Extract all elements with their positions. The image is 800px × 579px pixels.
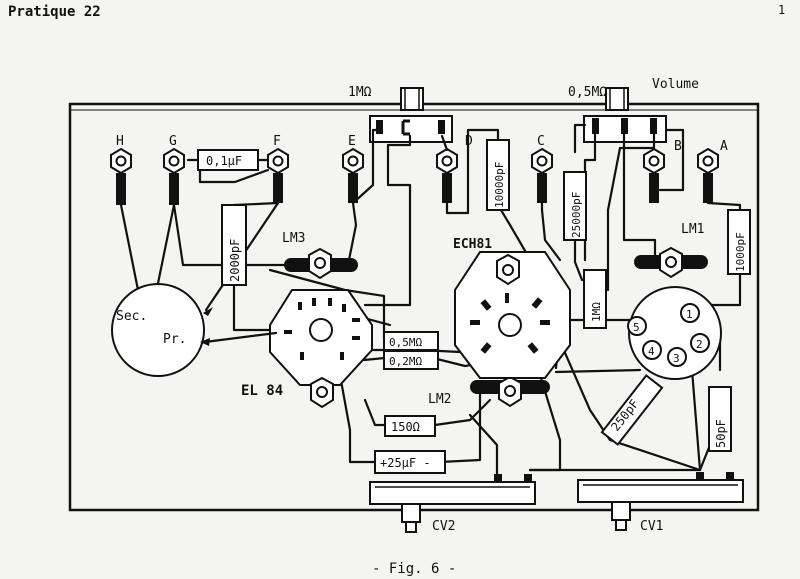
coil-pin-label-5: 5 <box>633 321 640 334</box>
terminal-label-b: B <box>674 139 682 154</box>
lamp-lm3-label: LM3 <box>282 231 305 246</box>
page-header-title: Pratique 22 <box>8 4 101 20</box>
page-corner-mark: 1 <box>778 3 785 17</box>
coil-pin-label-3: 3 <box>673 352 680 365</box>
coil-pin-5 <box>627 316 647 336</box>
coil-pin-label-1: 1 <box>686 308 693 321</box>
coil-pin-label-4: 4 <box>648 345 655 358</box>
terminal-label-g: G <box>169 134 177 149</box>
output-transformer <box>111 283 205 377</box>
terminal-label-c: C <box>537 134 545 149</box>
terminal-label-h: H <box>116 134 124 149</box>
cap-25000pf-label: 25000pF <box>570 192 583 238</box>
pot-1m-label: 1MΩ <box>348 85 372 100</box>
tube-ech81-label: ECH81 <box>453 237 492 252</box>
resistor-0-2m <box>383 350 439 370</box>
resistor-150 <box>384 415 436 437</box>
capacitor-25uf <box>374 450 446 474</box>
capacitor-10000pf <box>486 139 510 211</box>
coil-pin-label-2: 2 <box>696 338 703 351</box>
cap-25uf-label: +25µF - <box>380 456 431 470</box>
cap-2000pf-label: 2000pF <box>228 239 242 282</box>
lamp-lm2-label: LM2 <box>428 392 451 407</box>
tube-socket-el84 <box>269 289 373 409</box>
terminal-label-e: E <box>348 134 356 149</box>
capacitor-1000pf <box>727 209 751 275</box>
arrow-head-secondary <box>203 307 213 316</box>
capacitor-50pf <box>708 386 732 452</box>
coil-pin-1 <box>680 303 700 323</box>
terminal-label-a: A <box>720 139 728 154</box>
pot-volume-name: Volume <box>652 77 699 92</box>
lamp-lm1-label: LM1 <box>681 222 704 237</box>
transformer-sec-label: Sec. <box>116 309 147 324</box>
tube-el84-label: EL 84 <box>241 383 283 399</box>
terminal-nuts <box>110 147 719 205</box>
potentiometer-1m <box>369 87 453 143</box>
resistor-0-5m-label: 0,5MΩ <box>389 336 422 349</box>
variable-capacitor-cv2 <box>369 474 536 533</box>
figure-caption: - Fig. 6 - <box>372 561 456 577</box>
cap-10000pf-label: 10000pF <box>493 162 506 208</box>
potentiometer-volume <box>583 87 667 143</box>
transformer-primary-wire <box>203 331 278 344</box>
resistor-0-2m-label: 0,2MΩ <box>389 355 422 368</box>
cv1-label: CV1 <box>640 519 663 534</box>
resistor-150-label: 150Ω <box>391 420 420 434</box>
cap-50pf-label: 50pF <box>714 419 728 448</box>
tube-socket-ech81 <box>454 251 571 379</box>
transformer-pr-label: Pr. <box>163 332 186 347</box>
capacitor-250pf <box>600 374 664 446</box>
coil-pin-4 <box>642 340 662 360</box>
cap-0-1uf-label: 0,1µF <box>206 154 242 168</box>
variable-capacitor-cv1 <box>577 472 744 531</box>
resistor-1m-label: 1MΩ <box>590 302 603 322</box>
capacitor-25000pf <box>563 171 587 241</box>
resistor-1m <box>583 269 607 329</box>
pot-volume-value: 0,5MΩ <box>568 85 607 100</box>
terminal-label-f: F <box>273 134 281 149</box>
lamp-holder-lm3 <box>284 247 358 280</box>
cv2-label: CV2 <box>432 519 455 534</box>
capacitor-2000pf <box>221 204 247 286</box>
lamp-holder-lm1 <box>634 246 708 279</box>
lamp-holder-lm2 <box>470 375 550 408</box>
coil-pin-2 <box>690 333 710 353</box>
arrow-head-primary <box>200 338 210 346</box>
cap-1000pf-label: 1000pF <box>734 232 747 272</box>
coil-pin-3 <box>667 347 687 367</box>
